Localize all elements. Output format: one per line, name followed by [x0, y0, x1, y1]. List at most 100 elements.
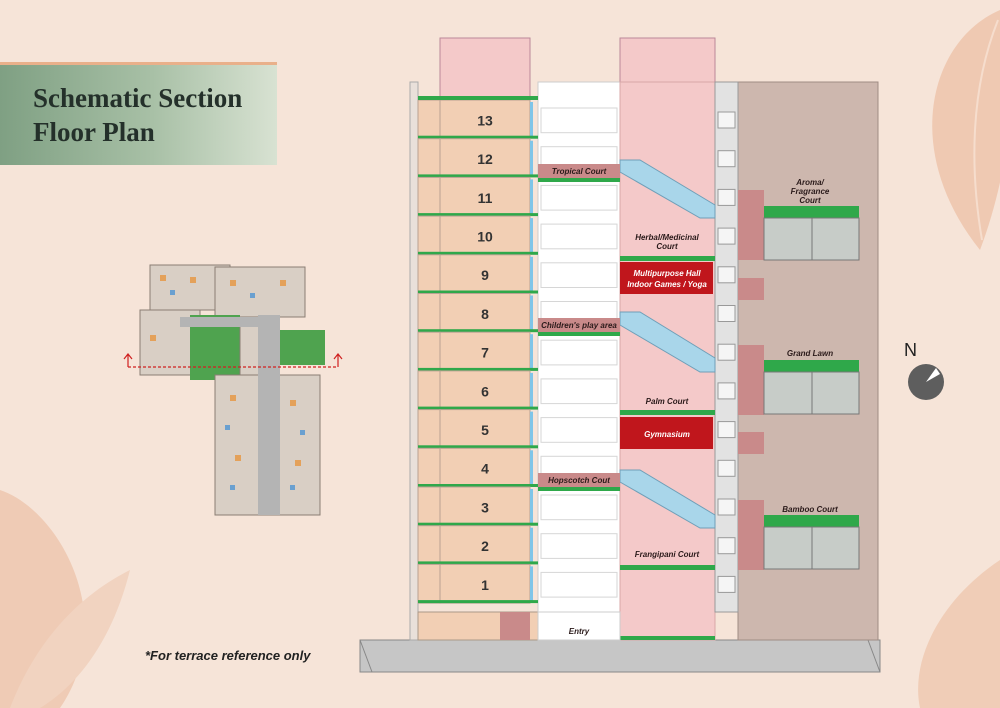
floor-unit-11 [439, 176, 531, 217]
lift-stop [717, 537, 736, 555]
balcony-cell [417, 370, 441, 411]
north-compass-icon: N [904, 340, 944, 400]
window-strip [530, 256, 533, 292]
balcony-cell [417, 293, 441, 333]
corridor-room [540, 339, 618, 366]
corridor-room [540, 417, 618, 443]
lift-stop [717, 575, 736, 593]
leaf-decoration-bottom-right [918, 560, 1000, 708]
window-strip [530, 102, 533, 137]
label-aroma-1: Aroma/ [795, 178, 824, 187]
floor-slab [418, 290, 538, 294]
balcony-cell [417, 254, 441, 295]
leaf-decoration-top-right [932, 10, 1000, 250]
floor-slab [418, 445, 538, 449]
floor-slab [418, 367, 538, 371]
label-multipurpose-1: Multipurpose Hall [633, 269, 701, 278]
window-strip [530, 489, 533, 524]
corridor-room [540, 571, 618, 598]
title-line-1: Schematic Section [33, 83, 243, 113]
floor-number-2: 2 [481, 538, 489, 554]
window-strip [530, 140, 533, 176]
floor-slab [418, 561, 538, 565]
terrace-reference-note: *For terrace reference only [145, 648, 311, 663]
label-grand-lawn: Grand Lawn [787, 349, 833, 358]
window-strip [530, 527, 533, 563]
corridor-room [540, 107, 618, 134]
floor-number-9: 9 [481, 267, 489, 283]
floor-slab [418, 600, 538, 604]
window-strip [530, 450, 533, 485]
tower-left-wall [409, 81, 419, 641]
lift-stop [717, 421, 736, 439]
label-herbal-1: Herbal/Medicinal [635, 233, 699, 242]
corridor-room [540, 533, 618, 559]
entry-space [537, 611, 621, 641]
balcony-cell [417, 215, 441, 256]
floor-unit-13 [439, 99, 531, 140]
floor-slab [418, 522, 538, 526]
hopscotch-bar [538, 473, 620, 487]
lift-stop [717, 382, 736, 400]
lift-stop [717, 111, 736, 129]
balcony-cell [417, 176, 441, 217]
balcony-cell [417, 138, 441, 178]
corridor-room [540, 184, 618, 211]
floor-slab [418, 135, 538, 139]
floor-unit-4 [439, 447, 531, 488]
floor-number-13: 13 [477, 112, 493, 128]
floor-unit-5 [439, 409, 531, 449]
corridor-room [540, 378, 618, 405]
floor-number-3: 3 [481, 499, 489, 515]
label-palm-court: Palm Court [646, 397, 689, 406]
label-aroma-3: Court [799, 196, 821, 205]
floor-number-4: 4 [481, 461, 489, 477]
lift-stop [717, 188, 736, 206]
floor-number-11: 11 [478, 190, 493, 206]
compass-label: N [904, 340, 917, 360]
leaf-decoration-bottom-left [0, 490, 130, 708]
window-strip [530, 566, 533, 602]
floor-unit-3 [439, 486, 531, 527]
floor-slab [418, 406, 538, 410]
stair-flights [619, 159, 716, 529]
floor-slab [418, 213, 538, 217]
ground-floor-ramp [500, 612, 530, 640]
balcony-cell [417, 331, 441, 372]
label-childrens-play: Children's play area [541, 321, 617, 330]
window-strip [530, 179, 533, 215]
ground-plinth [359, 639, 881, 673]
balcony-cell [417, 409, 441, 449]
floor-unit-9 [439, 254, 531, 295]
tropical-court-bar [538, 164, 620, 178]
tower-top-left [439, 37, 531, 99]
floor-slab [418, 251, 538, 255]
label-multipurpose-2: Indoor Games / Yoga [627, 280, 707, 289]
window-strip [530, 411, 533, 447]
floor-unit-10 [439, 215, 531, 256]
window-strip [530, 334, 533, 369]
window-strip [530, 372, 533, 408]
floor-number-12: 12 [477, 151, 493, 167]
floor-number-7: 7 [481, 345, 489, 361]
corridor-room [540, 223, 618, 250]
label-bamboo-court: Bamboo Court [782, 505, 838, 514]
window-strip [530, 295, 533, 331]
corridor-room [540, 494, 618, 521]
childrens-play-bar [538, 318, 620, 332]
lift-stop [717, 459, 736, 477]
gymnasium-room [620, 417, 713, 449]
floor-slab [418, 329, 538, 333]
lift-stop [717, 498, 736, 516]
floor-unit-2 [439, 525, 531, 565]
label-hopscotch: Hopscotch Cout [548, 476, 610, 485]
label-gymnasium: Gymnasium [644, 430, 690, 439]
label-tropical-court: Tropical Court [552, 167, 607, 176]
floor-number-8: 8 [481, 306, 489, 322]
key-plan-thumbnail [123, 264, 343, 516]
balcony-cell [417, 447, 441, 488]
multipurpose-hall-room [620, 262, 713, 294]
floor-slab [418, 484, 538, 487]
